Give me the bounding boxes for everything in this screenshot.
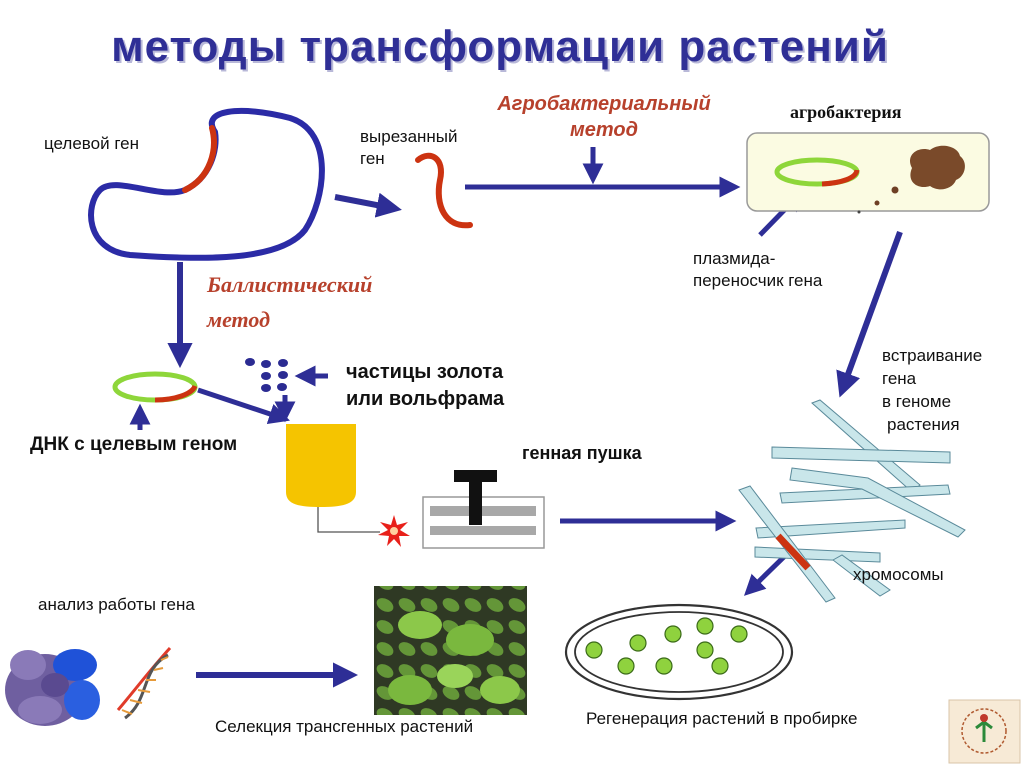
label-analysis: анализ работы гена xyxy=(38,595,195,614)
page-title: методы трансформации растений xyxy=(111,22,889,71)
bacterial-dot xyxy=(891,186,899,194)
gene-gun-box xyxy=(422,496,545,549)
label-target-gene: целевой ген xyxy=(44,134,139,153)
gun-plate xyxy=(430,506,536,516)
label-particles-2: или вольфрама xyxy=(346,388,505,410)
label-integration-1: встраивание xyxy=(882,346,983,365)
target-gene-segment xyxy=(182,125,217,193)
label-agro-method-1: Агробактериальный xyxy=(497,93,711,115)
label-gene-gun: генная пушка xyxy=(522,443,642,463)
gold-particles xyxy=(245,358,288,392)
label-ballistic-1: Баллистический xyxy=(207,272,373,297)
explosion-core xyxy=(390,527,398,535)
plant-photo-icon xyxy=(374,586,527,715)
label-agro-method-2: метод xyxy=(569,119,639,141)
bacterial-dot xyxy=(874,200,880,206)
protein-model-icon xyxy=(5,649,100,726)
cut-gene xyxy=(415,152,473,229)
dna-loop xyxy=(88,107,325,261)
petri-colonies xyxy=(585,617,748,675)
chromosomes xyxy=(738,399,966,603)
bacterial-chromosome xyxy=(910,145,965,190)
arrow-plasmid-to-vial xyxy=(197,387,290,424)
gun-t-stem xyxy=(469,470,482,525)
label-plasmid-1: плазмида- xyxy=(693,249,776,268)
dna-helix-icon xyxy=(116,646,172,720)
ballistic-plasmid-gene xyxy=(154,384,198,403)
chromosome-gene-insert xyxy=(775,533,811,571)
label-cut-gene-2: ген xyxy=(360,149,385,168)
label-selection: Селекция трансгенных растений xyxy=(215,717,474,736)
label-plasmid-2: переносчик гена xyxy=(693,271,823,290)
agro-plasmid-gene xyxy=(821,169,860,187)
label-integration-4: растения xyxy=(887,415,960,434)
label-integration-2: гена xyxy=(882,369,917,388)
label-ballistic-2: метод xyxy=(207,307,270,332)
vial xyxy=(286,424,356,507)
label-dna-target: ДНК с целевым геном xyxy=(30,434,238,455)
label-particles-1: частицы золота xyxy=(346,361,504,383)
gun-plate xyxy=(430,526,536,535)
logo-icon xyxy=(948,699,1021,764)
arrow-to-chromosomes xyxy=(836,230,903,398)
wire xyxy=(317,507,380,533)
label-agrobacterium: агробактерия xyxy=(790,102,902,122)
petri-dish-inner xyxy=(574,611,784,693)
label-cut-gene-1: вырезанный xyxy=(360,127,458,146)
bacterial-dot xyxy=(857,210,861,214)
label-integration-3: в геноме xyxy=(882,392,952,411)
label-regeneration: Регенерация растений в пробирке xyxy=(586,709,858,728)
label-chromosomes: хромосомы xyxy=(853,565,944,584)
arrow-to-cut-gene xyxy=(334,192,402,218)
